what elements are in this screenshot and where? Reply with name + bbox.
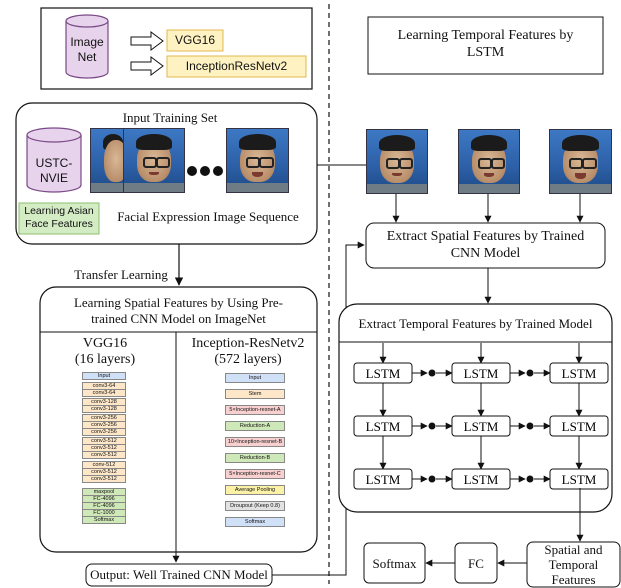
ustc-cylinder (26, 127, 82, 193)
vgg-column-title: VGG16 (82, 336, 128, 351)
hollow-arrow-inception (130, 56, 164, 76)
vgg-layer: conv3-64 (82, 389, 126, 397)
spatial-temporal-line3: Features (551, 572, 596, 587)
imagenet-label-line1: Image (70, 35, 104, 49)
lstm-cell-label: LSTM (562, 472, 597, 487)
vgg-column-subtitle: (16 layers) (74, 352, 136, 367)
spatial-title-line1: Learning Spatial Features by Using Pre- (73, 295, 284, 310)
inception-layer: Droupout (Keep 0.8) (225, 501, 285, 511)
face-frame-2 (458, 129, 520, 194)
fc-label: FC (468, 556, 484, 571)
lstm-dot (428, 475, 436, 483)
lstm-dot (526, 422, 534, 430)
transfer-learning-label: Transfer Learning (74, 267, 168, 282)
lstm-dot (428, 369, 436, 377)
lstm-dot (526, 369, 534, 377)
inception-layer: Reduction-B (225, 453, 285, 463)
inceptionresnet-box (166, 55, 307, 78)
vgg-layer: conv3-256 (82, 428, 126, 436)
face-frame-1 (366, 129, 428, 194)
ellipsis-dot-3 (213, 166, 223, 176)
vgg-layer: conv3-128 (82, 405, 126, 413)
extract-temporal-title: Extract Temporal Features by Trained Mod… (358, 316, 593, 331)
vgg-layer: Input (82, 372, 126, 380)
face-image-1 (90, 128, 126, 193)
lstm-grid: LSTM LSTM LSTM LSTM LSTM LSTM LSTM LSTM LSTM (353, 343, 609, 490)
ellipsis-dot-2 (200, 166, 210, 176)
extract-spatial-line1: Extract Spatial Features by Trained (386, 229, 585, 244)
lstm-cell-label: LSTM (464, 366, 499, 381)
inception-layer: Reduction-A (225, 421, 285, 431)
hollow-arrow-vgg (130, 31, 164, 51)
inception-layer: Average Pooling (225, 485, 285, 495)
inception-layer: Stem (225, 389, 285, 399)
sequence-caption: Facial Expression Image Sequence (117, 209, 299, 224)
extract-temporal-block (338, 303, 613, 513)
lstm-cell-label: LSTM (366, 366, 401, 381)
softmax-label: Softmax (372, 556, 417, 571)
lstm-cell-label: LSTM (562, 419, 597, 434)
lstm-dot (526, 475, 534, 483)
ustc-label-line2: NVIE (39, 171, 68, 185)
face-image-2 (123, 128, 185, 193)
inception-layer: 10×Inception-resnet-B (225, 437, 285, 447)
face-image-3 (226, 128, 289, 193)
vgg16-box (166, 29, 224, 52)
softmax-box (363, 542, 426, 584)
lstm-cell-label: LSTM (366, 419, 401, 434)
output-label: Output: Well Trained CNN Model (90, 567, 268, 582)
asian-tag-line2: Face Features (25, 218, 93, 230)
lstm-dot (428, 422, 436, 430)
inception-layer: 5×Inception-resnet-A (225, 405, 285, 415)
asian-face-tag (18, 202, 100, 235)
lstm-cell-label: LSTM (464, 472, 499, 487)
vgg-layer: conv3-512 (82, 475, 126, 483)
inception-layer: Softmax (225, 517, 285, 527)
vgg16-label: VGG16 (174, 33, 216, 47)
lstm-title-box (367, 16, 604, 75)
lstm-cell-label: LSTM (464, 419, 499, 434)
lstm-cell (549, 468, 609, 490)
inception-layer: 5×Inception-resnet-C (225, 469, 285, 479)
face-frame-3 (549, 129, 612, 194)
input-set-title: Input Training Set (122, 110, 218, 125)
inception-column-subtitle: (572 layers) (214, 352, 282, 367)
inceptionresnet-label: InceptionResNetv2 (185, 59, 288, 73)
spatial-temporal-box (526, 541, 621, 588)
inception-column-title: Inception-ResNetv2 (191, 336, 305, 351)
vgg-layer: conv3-512 (82, 451, 126, 459)
ellipsis-dot-1 (187, 166, 197, 176)
spatial-temporal-line1: Spatial and (544, 542, 603, 557)
lstm-title-line2: LSTM (466, 45, 505, 60)
spatial-title-line2: trained CNN Model on ImageNet (91, 311, 266, 326)
asian-tag-line1: Learning Asian (24, 205, 94, 217)
extract-spatial-line2: CNN Model (450, 246, 521, 261)
vgg-layer: Softmax (82, 516, 126, 524)
lstm-cell-label: LSTM (562, 366, 597, 381)
ustc-label-line1: USTC- (35, 156, 73, 170)
extract-spatial-box (365, 222, 606, 269)
imagenet-cylinder (65, 14, 109, 79)
imagenet-label-line2: Net (77, 50, 97, 64)
inception-layer: Input (225, 373, 285, 383)
lstm-cell-label: LSTM (366, 472, 401, 487)
spatial-temporal-line2: Temporal (548, 557, 599, 572)
lstm-title-line1: Learning Temporal Features by (397, 28, 574, 43)
